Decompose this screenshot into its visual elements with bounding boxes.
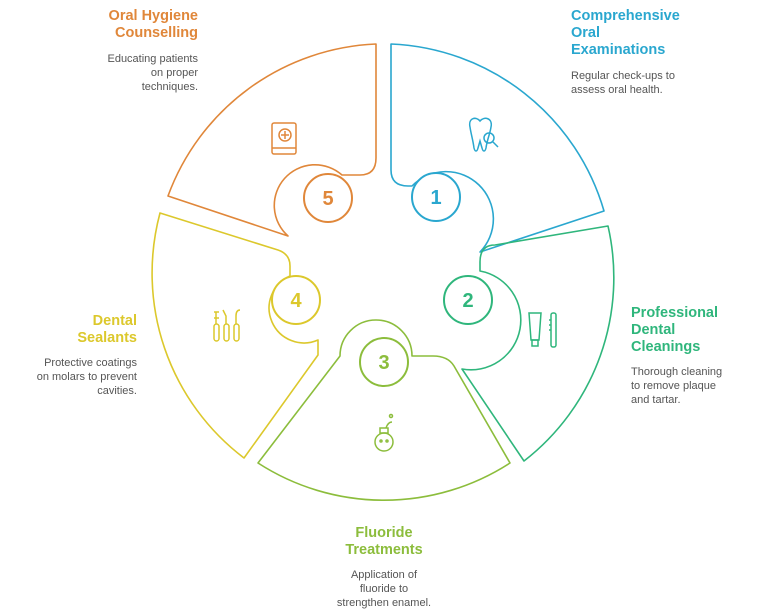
number-5: 5 <box>322 188 333 210</box>
number-3: 3 <box>378 352 389 374</box>
label-1-description: Regular check-ups to assess oral health. <box>571 70 675 96</box>
number-1: 1 <box>430 187 441 209</box>
segment-4-outline <box>151 212 319 459</box>
segment-1-outline <box>390 43 605 253</box>
label-2-title: Professional Dental Cleanings <box>631 305 719 355</box>
label-3-title: Fluoride Treatments <box>345 525 423 558</box>
label-5: Oral Hygiene Counselling Educating patie… <box>40 8 198 94</box>
label-1: Comprehensive Oral Examinations Regular … <box>571 8 751 97</box>
segment-3: 3 <box>257 319 511 501</box>
label-5-title: Oral Hygiene Counselling <box>108 8 198 41</box>
number-3-circle <box>359 337 409 387</box>
label-4-description: Protective coatings on molars to prevent… <box>36 357 137 397</box>
label-3: Fluoride Treatments Application of fluor… <box>304 525 464 610</box>
segment-3-outline <box>257 319 511 501</box>
number-5-circle <box>303 173 353 223</box>
segment-4: 4 <box>151 212 321 459</box>
segment-5: 5 <box>167 43 377 237</box>
number-2: 2 <box>462 290 473 312</box>
segment-1: 1 <box>390 43 605 253</box>
number-1-circle <box>411 172 461 222</box>
number-2-circle <box>443 275 493 325</box>
label-1-title: Comprehensive Oral Examinations <box>571 8 680 58</box>
label-3-description: Application of fluoride to strengthen en… <box>336 569 432 609</box>
label-2-description: Thorough cleaning to remove plaque and t… <box>631 366 723 406</box>
label-4-title: Dental Sealants <box>77 313 137 346</box>
label-2: Professional Dental Cleanings Thorough c… <box>631 305 761 407</box>
medical-book-icon <box>271 122 297 155</box>
number-4: 4 <box>290 290 302 312</box>
segment-5-outline <box>167 43 377 237</box>
toothpaste-toothbrush-icon <box>528 312 557 348</box>
label-4: Dental Sealants Protective coatings on m… <box>20 313 137 398</box>
label-5-description: Educating patients on proper techniques. <box>107 53 198 93</box>
fluoride-bottle-icon <box>374 413 394 452</box>
number-4-circle <box>271 275 321 325</box>
dental-tools-icon <box>213 309 241 342</box>
tooth-magnifier-icon <box>468 117 499 152</box>
segment-2: 2 <box>443 225 615 462</box>
segment-2-outline <box>461 225 615 462</box>
